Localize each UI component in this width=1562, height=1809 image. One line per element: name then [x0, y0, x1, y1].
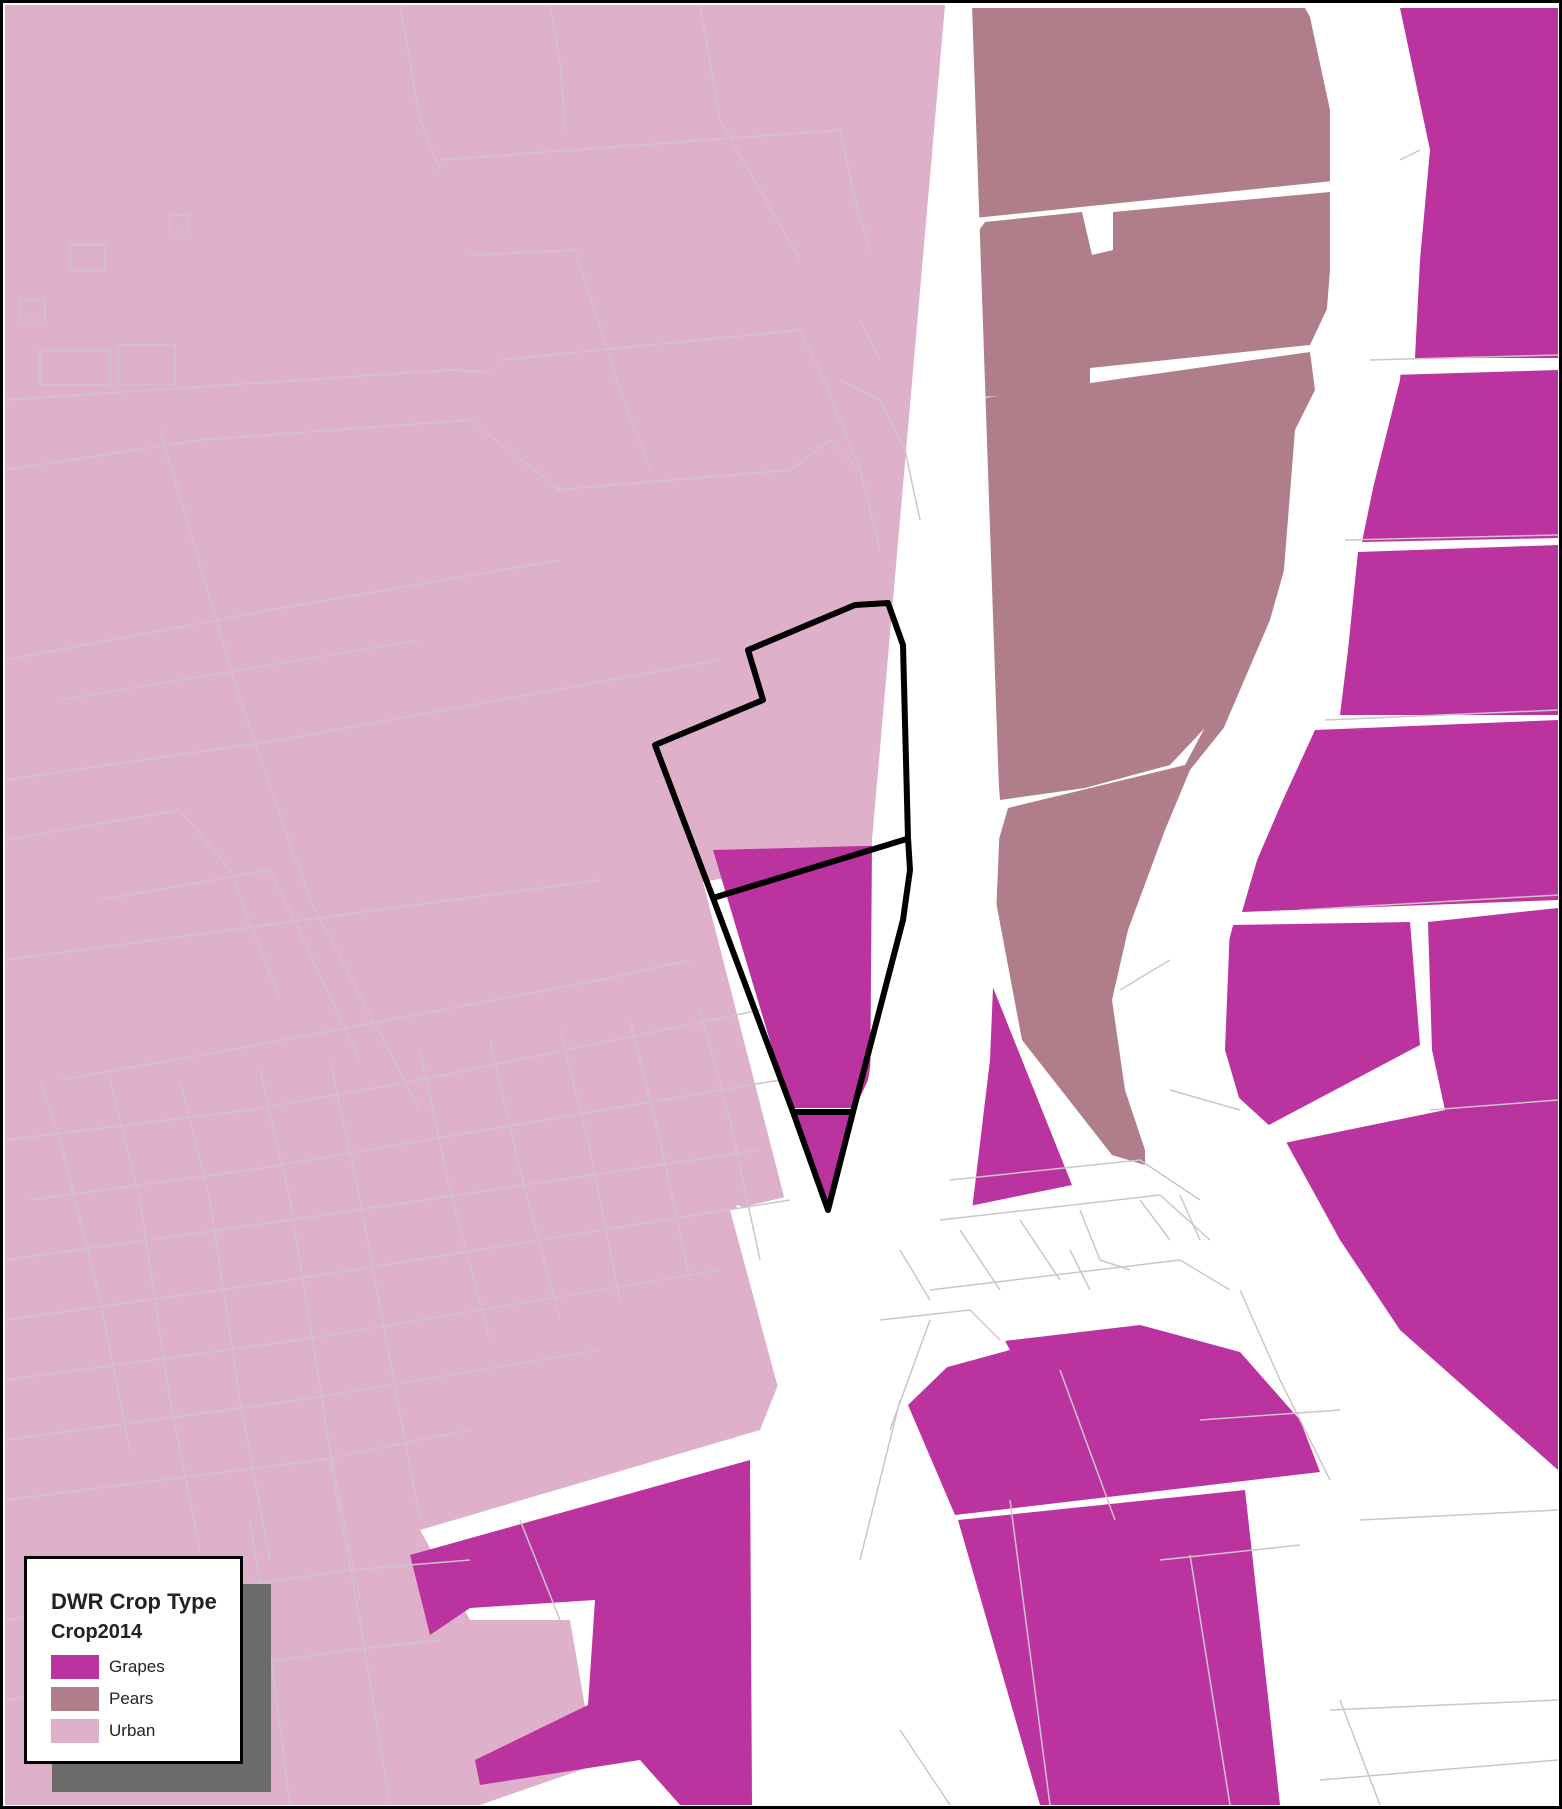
pears-parcel [990, 595, 1275, 1165]
grapes-parcel [1362, 370, 1558, 542]
legend-label-pears: Pears [109, 1689, 154, 1708]
grapes-parcel [1242, 720, 1558, 912]
roads [730, 5, 1558, 1805]
legend-field-name: Crop2014 [51, 1621, 143, 1643]
grapes-parcel [713, 845, 900, 1108]
legend-label-urban: Urban [109, 1721, 156, 1740]
pears-parcel [965, 190, 1352, 398]
legend-swatch-urban [51, 1719, 99, 1743]
grapes-parcel [795, 1115, 855, 1210]
urban-zone [5, 5, 962, 1805]
grapes-parcel [1340, 545, 1558, 715]
grapes-parcel [1400, 8, 1558, 358]
grapes-parcel [410, 1460, 752, 1805]
legend-swatch-grapes [51, 1655, 99, 1679]
pears-parcel [962, 8, 1362, 218]
site-boundary-divider [712, 835, 911, 901]
grapes-polygons [410, 8, 1558, 1805]
grapes-parcel [1225, 922, 1420, 1135]
site-boundary-outline [652, 600, 913, 1213]
legend-item-grapes: Grapes [51, 1655, 241, 1679]
legend-label-grapes: Grapes [109, 1657, 165, 1676]
parcel-lines [4, 4, 1559, 1806]
pears-polygons [962, 8, 1362, 1165]
grapes-parcel [1250, 908, 1558, 1520]
legend-title: DWR Crop Type [51, 1589, 217, 1614]
road [1128, 8, 1558, 1530]
map-legend: DWR Crop Type Crop2014 Grapes Pears Urba… [24, 1556, 243, 1764]
legend-item-pears: Pears [51, 1687, 241, 1711]
grapes-parcel [908, 1325, 1320, 1515]
grapes-parcel [958, 1490, 1280, 1805]
legend-swatch-pears [51, 1687, 99, 1711]
site-boundary [652, 600, 913, 1213]
legend-item-urban: Urban [51, 1719, 241, 1743]
road [730, 1190, 1010, 1395]
